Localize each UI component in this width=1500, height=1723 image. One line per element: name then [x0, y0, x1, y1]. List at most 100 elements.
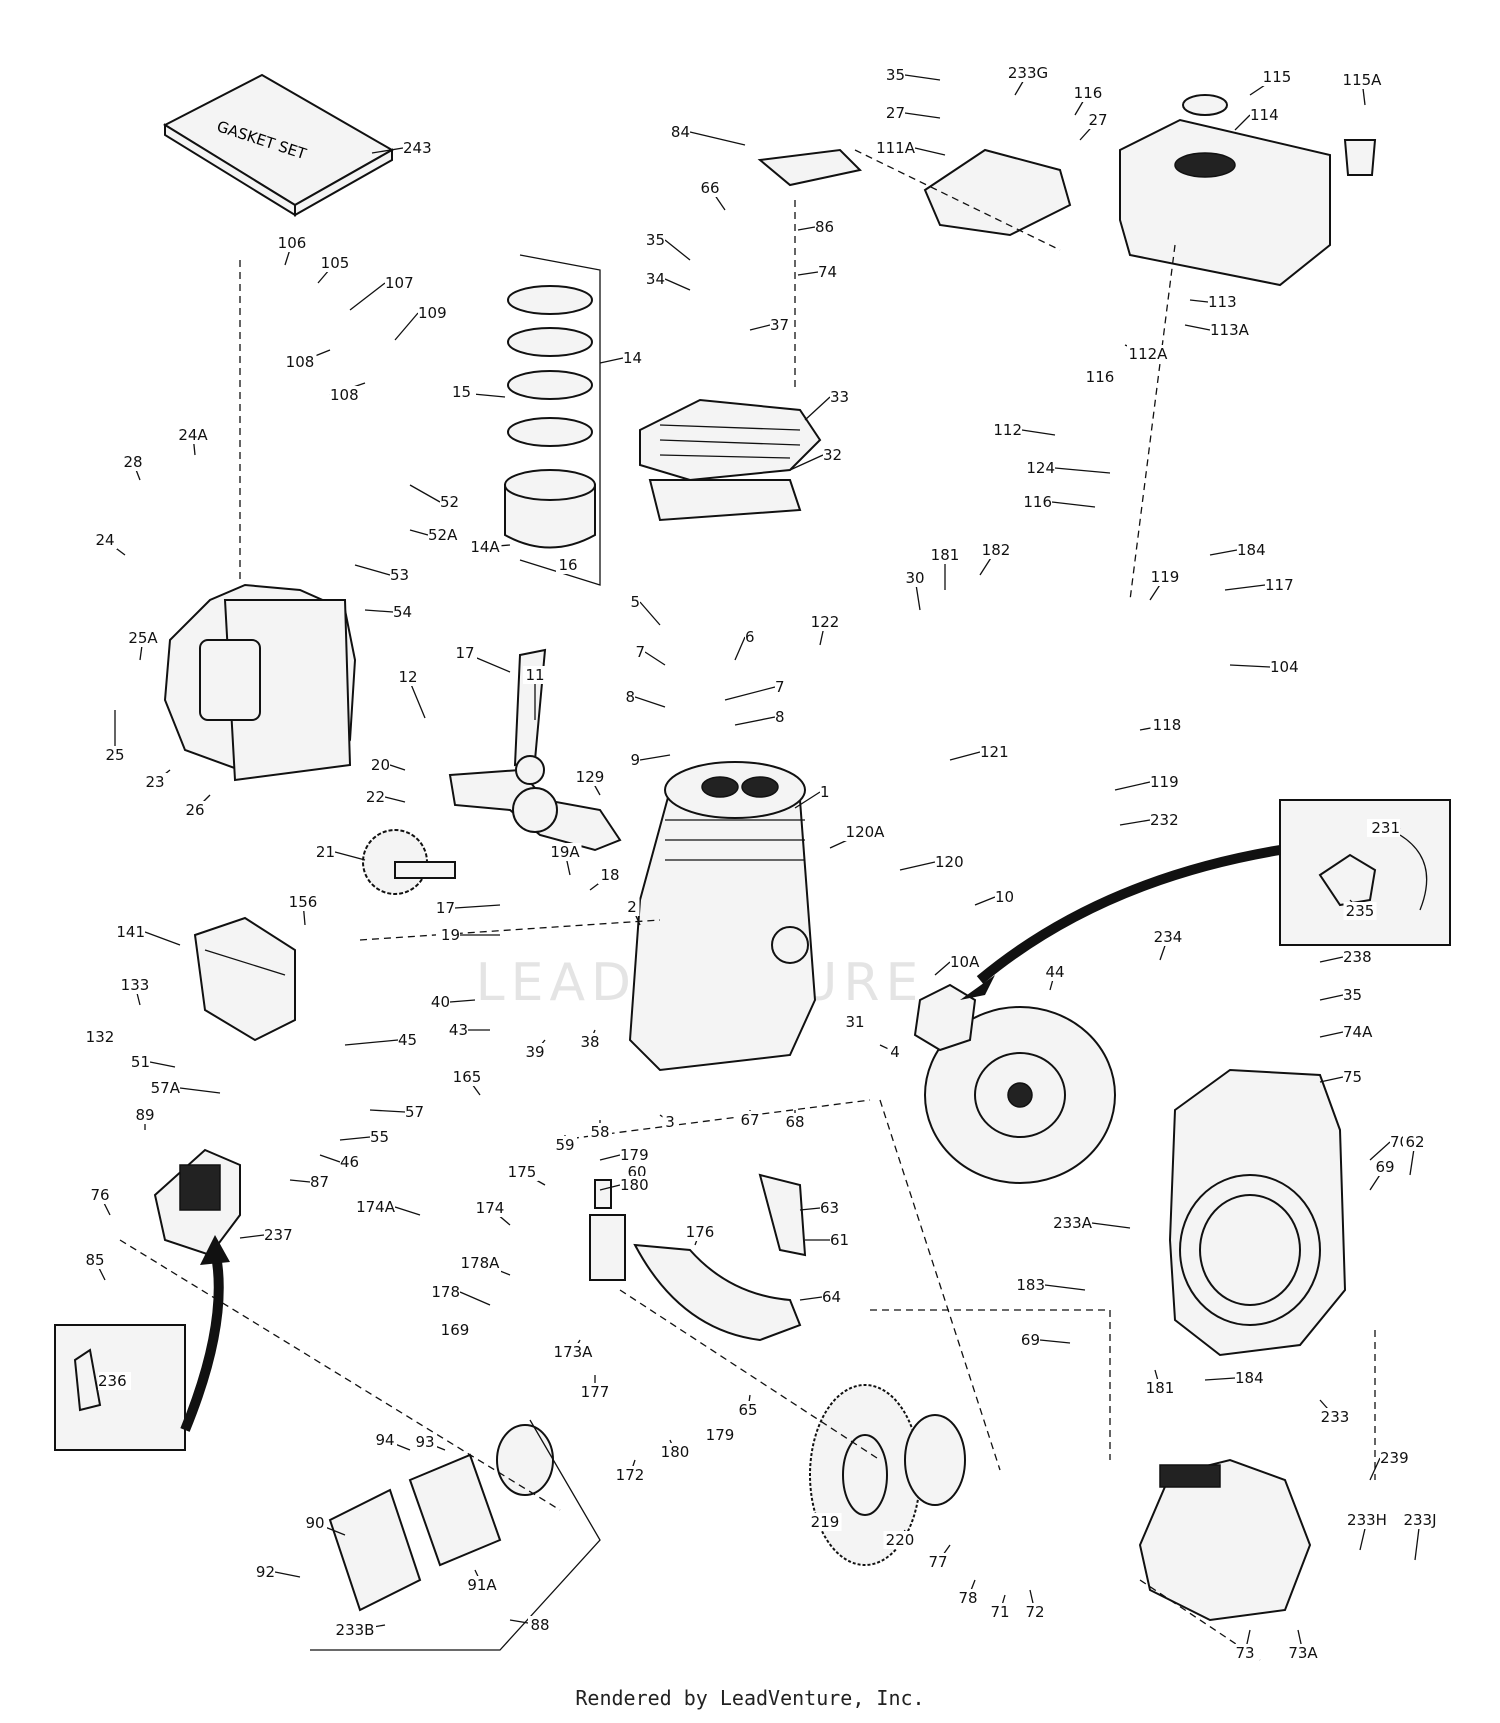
callout-34: 34: [641, 270, 691, 291]
piston-rings: [504, 285, 596, 549]
part-number-label: 21: [316, 843, 335, 861]
leader-line: [794, 791, 821, 809]
leader-line: [274, 1571, 301, 1578]
part-number-label: 120: [935, 853, 964, 871]
label-background: [275, 234, 309, 252]
label-background: [118, 976, 152, 994]
leader-line: [369, 1109, 406, 1113]
callout-120: 120: [899, 853, 968, 871]
callout-54: 54: [364, 603, 417, 621]
part-number-label: 122: [811, 613, 840, 631]
label-background: [1399, 1511, 1441, 1529]
label-background: [1150, 716, 1184, 734]
callout-132: 132: [83, 1028, 117, 1046]
part-number-label: 14A: [470, 538, 500, 556]
starter-cup: [904, 1414, 966, 1506]
callout-243: 243: [371, 139, 436, 157]
label-background: [83, 1028, 117, 1046]
label-background: [683, 1223, 717, 1241]
label-background: [783, 1113, 807, 1131]
part-number-label: 88: [530, 1616, 549, 1634]
label-background: [1343, 986, 1367, 1004]
leader-line: [1204, 1377, 1236, 1381]
part-number-label: 183: [1016, 1276, 1045, 1294]
leader-line: [934, 961, 951, 976]
label-background: [403, 139, 436, 157]
part-number-label: 31: [845, 1013, 864, 1031]
label-background: [808, 1513, 842, 1531]
callout-2: 2: [624, 898, 641, 926]
part-number-label: 111A: [876, 139, 916, 157]
ignition-module: [913, 983, 977, 1052]
part-number-label: 19: [441, 926, 460, 944]
part-number-label: 27: [886, 104, 905, 122]
callout-177: 177: [578, 1375, 612, 1401]
callout-28: 28: [121, 453, 145, 481]
crankcase-cover: [163, 583, 357, 782]
callout-118: 118: [1139, 716, 1184, 734]
callout-129: 129: [573, 768, 607, 796]
callout-74A: 74A: [1319, 1023, 1376, 1041]
leader-line: [334, 851, 366, 861]
label-background: [1022, 459, 1055, 477]
part-number-label: 112A: [1129, 345, 1169, 363]
callout-40: 40: [426, 993, 476, 1011]
label-background: [1237, 541, 1270, 559]
label-background: [1012, 1276, 1045, 1294]
leader-line: [459, 1291, 491, 1306]
label-background: [147, 1079, 180, 1097]
callout-33: 33: [804, 388, 854, 421]
part-number-label: 25: [105, 746, 124, 764]
callout-91A: 91A: [465, 1569, 499, 1594]
part-number-label: 182: [982, 541, 1011, 559]
label-background: [459, 1254, 501, 1272]
label-background: [366, 756, 390, 774]
label-background: [881, 66, 905, 84]
callout-184: 184: [1209, 541, 1270, 559]
callout-172: 172: [613, 1459, 647, 1484]
label-background: [318, 254, 352, 272]
callout-26: 26: [183, 794, 211, 819]
callout-25: 25: [103, 710, 127, 764]
leader-line: [339, 1136, 371, 1141]
air-cleaner: [328, 1424, 554, 1612]
callout-67: 67: [738, 1110, 762, 1129]
leader-line: [394, 312, 419, 341]
label-background: [311, 843, 335, 861]
label-background: [1286, 1644, 1320, 1662]
label-background: [473, 1199, 507, 1217]
leader-line: [1224, 584, 1266, 591]
part-number-label: 1: [820, 783, 830, 801]
callout-84: 84: [666, 123, 746, 146]
label-background: [1007, 64, 1049, 82]
label-background: [830, 1231, 854, 1249]
part-number-label: 84: [671, 123, 690, 141]
leader-line: [409, 484, 441, 503]
label-background: [1233, 1644, 1257, 1662]
leader-line: [599, 1184, 621, 1191]
leader-line: [804, 396, 831, 421]
part-number-label: 46: [340, 1153, 359, 1171]
callout-15: 15: [451, 383, 506, 401]
leader-line: [599, 357, 624, 364]
callout-220: 220: [883, 1529, 917, 1549]
part-number-label: 104: [1270, 658, 1299, 676]
label-background: [775, 708, 790, 726]
callout-64: 64: [799, 1288, 846, 1306]
assembly-line: [359, 919, 661, 941]
leader-line: [354, 564, 391, 576]
part-number-label: 61: [830, 1231, 849, 1249]
label-background: [844, 823, 886, 841]
part-number-label: 44: [1045, 963, 1064, 981]
leader-line: [664, 239, 691, 261]
label-background: [334, 1621, 376, 1639]
callout-27: 27: [1079, 111, 1110, 141]
callout-57A: 57A: [147, 1079, 221, 1097]
callout-119: 119: [1148, 568, 1182, 601]
callout-116: 116: [1071, 84, 1105, 116]
label-background: [598, 866, 622, 884]
part-number-label: 9: [630, 751, 640, 769]
part-number-label: 165: [453, 1068, 482, 1086]
callout-labels: 2431061051071091081082824A2425A252326525…: [83, 64, 1441, 1662]
leader-line: [1234, 114, 1251, 131]
